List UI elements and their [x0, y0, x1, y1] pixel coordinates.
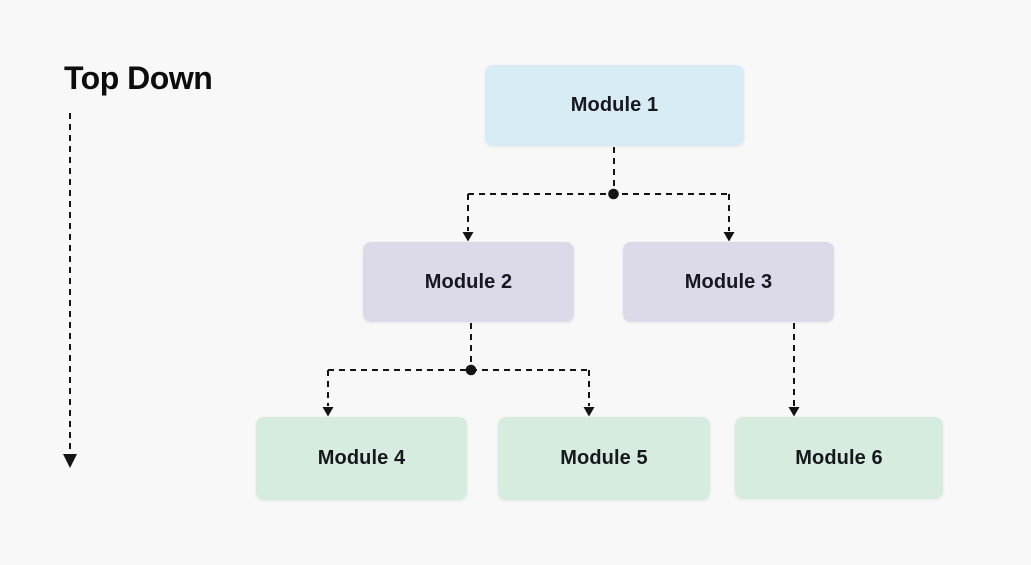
node-module-3: Module 3: [623, 242, 834, 322]
arrowhead-m4: [322, 407, 334, 417]
node-label: Module 1: [570, 94, 659, 116]
node-label: Module 6: [795, 446, 883, 469]
diagram-title: Top Down: [64, 60, 213, 96]
arrow-down-icon: [63, 454, 77, 468]
node-label: Module 2: [424, 270, 513, 293]
node-module-2: Module 2: [363, 242, 574, 322]
node-module-1: Module 1: [485, 65, 744, 146]
node-module-6: Module 6: [735, 417, 943, 499]
arrowhead-m3: [723, 232, 735, 242]
node-module-5: Module 5: [498, 417, 710, 500]
node-label: Module 5: [560, 447, 648, 469]
node-label: Module 4: [317, 447, 406, 469]
junction-dot-2: [465, 364, 477, 376]
node-module-4: Module 4: [256, 417, 467, 500]
junction-dot-1: [608, 188, 619, 200]
arrowhead-m5: [583, 407, 595, 417]
arrowhead-m6: [788, 407, 800, 417]
arrowhead-m2: [462, 232, 474, 242]
node-label: Module 3: [684, 270, 773, 293]
